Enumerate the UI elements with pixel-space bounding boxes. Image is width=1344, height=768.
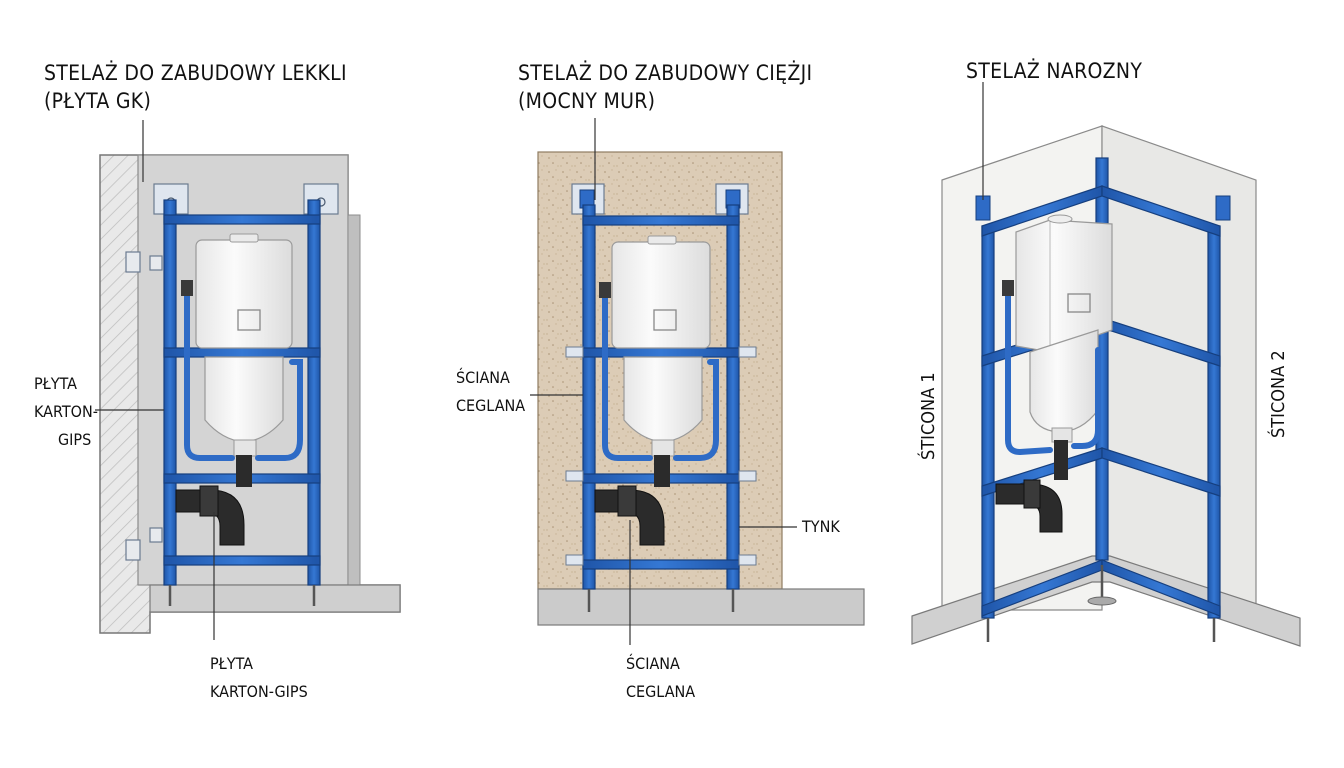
light-bottom-label-1: PŁYTA [210, 654, 253, 673]
light-bottom-label-2: KARTON-GIPS [210, 682, 308, 701]
corner-frame [981, 157, 1221, 619]
heavy-side-label-2: CEGLANA [456, 396, 526, 415]
heavy-frame [582, 204, 740, 590]
heavy-bottom-label-2: CEGLANA [626, 682, 696, 701]
heavy-right-label: TYNK [802, 517, 840, 536]
corner-drain-pipe [995, 440, 1068, 533]
heavy-cistern [611, 235, 711, 457]
panel-light [95, 120, 401, 640]
panel-heavy [530, 118, 865, 645]
light-side-label-1: PŁYTA [34, 374, 77, 393]
heavy-title-line2: (MOCNY MUR) [518, 89, 656, 113]
light-title-line2: (PŁYTA GK) [44, 89, 152, 113]
corner-wall-right-label: ŚTICONA 2 [1268, 350, 1289, 438]
light-side-label-3: GIPS [58, 430, 92, 449]
heavy-bottom-label-1: ŚCIANA [626, 654, 680, 673]
corner-wall-left-label: ŚTICONA 1 [918, 372, 939, 460]
light-side-label-2: KARTON- [34, 402, 98, 421]
heavy-floor [537, 588, 865, 626]
panel-corner [911, 82, 1301, 647]
corner-cistern [1015, 214, 1113, 443]
heavy-side-label-1: ŚCIANA [456, 368, 510, 387]
light-drain-pipe [175, 455, 252, 546]
light-title-line1: STELAŻ DO ZABUDOWY LEKKLI [44, 61, 347, 85]
heavy-title-line1: STELAŻ DO ZABUDOWY CIĘŻJI [518, 61, 813, 85]
light-cistern [195, 233, 293, 457]
light-floor [149, 584, 401, 613]
heavy-drain-pipe [594, 455, 670, 546]
corner-title: STELAŻ NAROZNY [966, 59, 1143, 83]
